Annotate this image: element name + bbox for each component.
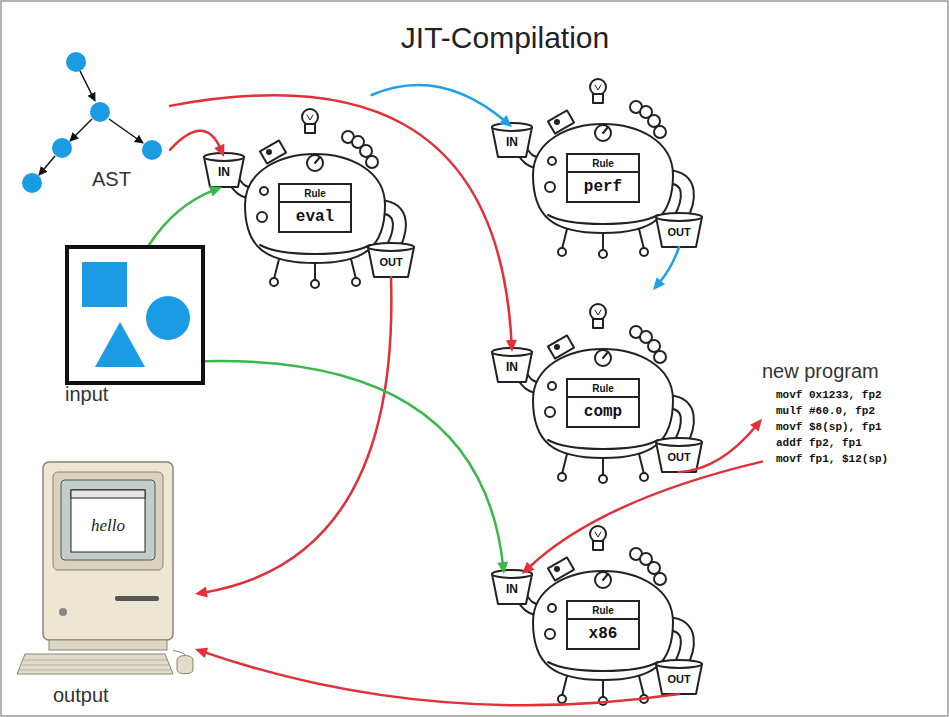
sign-caption: Rule (592, 158, 614, 170)
sign-row: perf (568, 173, 638, 201)
sign-row: Rule (568, 155, 638, 173)
sign-row: Rule (568, 380, 638, 398)
arrow-head (497, 561, 508, 574)
rule-sign: Rule x86 (566, 600, 640, 650)
machine-node: Rule perf IN OUT (488, 65, 708, 260)
ast-node: AST (18, 18, 170, 205)
flow-arrow (372, 85, 512, 127)
arrow-line (203, 277, 392, 593)
ast-tree (22, 52, 162, 193)
sign-caption: Rule (592, 605, 614, 617)
arrow-head (209, 186, 222, 196)
flow-arrow (653, 247, 679, 290)
sign-row: x86 (568, 620, 638, 648)
cup-label: OUT (667, 227, 690, 238)
diagram-title: JIT-Compilation (401, 20, 609, 56)
sign-caption: Rule (304, 188, 326, 200)
cup-label: OUT (667, 452, 690, 463)
machine-name: eval (296, 208, 334, 226)
computer-figure (17, 462, 193, 674)
arrow-head (653, 277, 665, 290)
arrow-head (506, 340, 517, 352)
flow-arrow (522, 462, 762, 574)
arrow-head (522, 562, 534, 574)
arrow-line (528, 462, 762, 569)
machine-figure (492, 304, 702, 483)
arrow-head (195, 648, 208, 658)
rule-sign: Rule eval (278, 183, 352, 233)
machine-figure (204, 109, 414, 288)
machine-figure (492, 526, 702, 705)
flow-arrow (170, 95, 517, 352)
flow-arrow (170, 131, 224, 157)
program-heading: new program (762, 360, 888, 383)
sign-row: Rule (280, 185, 350, 203)
node-label: AST (92, 168, 131, 191)
machine-figure (492, 79, 702, 258)
arrow-line (205, 361, 503, 566)
arrow-line (372, 85, 506, 122)
flow-arrow (149, 186, 222, 245)
code-node: new program movf 0x1233, fp2mulf #60.0, f… (762, 360, 888, 467)
cup-label: OUT (379, 257, 402, 268)
arrow-head (214, 144, 224, 157)
cup-label: OUT (667, 674, 690, 685)
machine-name: comp (584, 403, 622, 421)
cup-label: IN (218, 166, 230, 178)
cup-label: IN (506, 583, 518, 595)
machine-name: x86 (589, 625, 618, 643)
flow-arrow (205, 361, 508, 574)
machine-node: Rule x86 IN OUT (488, 512, 708, 707)
arrow-head (750, 419, 762, 432)
rule-sign: Rule comp (566, 378, 640, 428)
flow-arrow (195, 277, 391, 597)
machine-node: Rule eval IN OUT (200, 95, 420, 290)
cup-label: IN (506, 136, 518, 148)
arrow-head (499, 115, 512, 127)
code-line: addf fp2, fp1 (762, 435, 888, 451)
arrow-line (170, 95, 512, 344)
sign-row: Rule (568, 602, 638, 620)
machine-node: Rule comp IN OUT (488, 290, 708, 485)
node-label: input (65, 383, 108, 406)
flow-arrow (195, 648, 679, 706)
rule-sign: Rule perf (566, 153, 640, 203)
arrow-line (170, 131, 221, 150)
code-line: movf 0x1233, fp2 (762, 387, 888, 403)
input-node: input (65, 245, 205, 385)
screen-text: hello (91, 517, 125, 534)
cup-label: IN (506, 361, 518, 373)
arrow-line (203, 652, 679, 706)
code-line: movf fp1, $12(sp) (762, 451, 888, 467)
output-node: outputhello (15, 462, 195, 682)
sign-row: eval (280, 203, 350, 231)
sign-caption: Rule (592, 383, 614, 395)
arrow-line (149, 190, 215, 245)
sign-row: comp (568, 398, 638, 426)
node-label: output (53, 684, 109, 707)
code-line: movf $8(sp), fp1 (762, 419, 888, 435)
machine-name: perf (584, 178, 622, 196)
arrow-line (658, 247, 679, 284)
arrow-head (195, 587, 208, 598)
code-line: mulf #60.0, fp2 (762, 403, 888, 419)
input-shapes (82, 262, 190, 367)
